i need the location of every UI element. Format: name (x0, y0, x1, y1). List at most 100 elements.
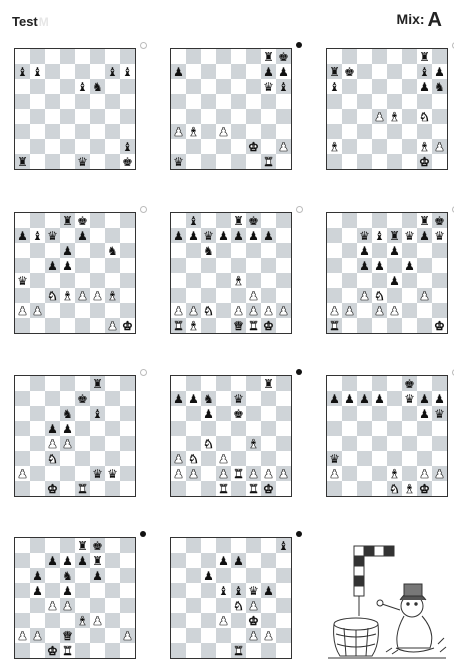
board-square (120, 273, 135, 288)
board-square (171, 273, 186, 288)
white-bishop-icon: ♝ (231, 273, 246, 288)
white-pawn-icon: ♟ (45, 436, 60, 451)
board-square (402, 288, 417, 303)
board-square (246, 643, 261, 658)
white-rook-icon: ♜ (246, 318, 261, 333)
black-pawn-icon: ♟ (186, 228, 201, 243)
board-square (75, 466, 90, 481)
board-square (216, 598, 231, 613)
board-square (246, 538, 261, 553)
white-king-icon: ♚ (246, 139, 261, 154)
black-pawn-icon: ♟ (276, 64, 291, 79)
board-square (90, 243, 105, 258)
black-pawn-icon: ♟ (186, 391, 201, 406)
board-square (45, 318, 60, 333)
board-square (216, 79, 231, 94)
board-square (357, 94, 372, 109)
white-bishop-icon: ♝ (60, 288, 75, 303)
board-square (90, 154, 105, 169)
board-square (45, 243, 60, 258)
board-square (30, 481, 45, 496)
board-square (105, 94, 120, 109)
board-square (171, 598, 186, 613)
board-square (246, 553, 261, 568)
white-bishop-icon: ♝ (186, 318, 201, 333)
board-square (432, 258, 447, 273)
board-square (432, 109, 447, 124)
board-square (387, 258, 402, 273)
board-square (417, 451, 432, 466)
board-square (15, 49, 30, 64)
board-square (120, 481, 135, 496)
board-square (60, 613, 75, 628)
white-knight-icon: ♞ (372, 288, 387, 303)
black-pawn-icon: ♟ (60, 583, 75, 598)
board-square (171, 49, 186, 64)
black-king-icon: ♚ (75, 213, 90, 228)
black-queen-icon: ♛ (201, 228, 216, 243)
board-square (327, 228, 342, 243)
board-square (231, 568, 246, 583)
board-square (171, 583, 186, 598)
black-bishop-icon: ♝ (417, 64, 432, 79)
board-square (30, 288, 45, 303)
black-bishop-icon: ♝ (30, 228, 45, 243)
board-square (231, 109, 246, 124)
black-king-icon: ♚ (75, 391, 90, 406)
board-square (276, 598, 291, 613)
board-square (90, 421, 105, 436)
black-king-icon: ♚ (402, 376, 417, 391)
chess-diagram-2: ♜♚♟♟♟♛♝♟♝♟♚♟♛♜ (170, 48, 292, 170)
board-square (261, 643, 276, 658)
board-square (216, 628, 231, 643)
board-square (15, 318, 30, 333)
board-square (432, 436, 447, 451)
board-square (120, 94, 135, 109)
board-square (201, 318, 216, 333)
board-square (45, 628, 60, 643)
board-square (276, 318, 291, 333)
black-knight-icon: ♞ (60, 406, 75, 421)
board-square (120, 553, 135, 568)
board-square (327, 154, 342, 169)
board-square (60, 273, 75, 288)
mix-label: Mix:A (397, 9, 442, 32)
board-square (357, 303, 372, 318)
black-king-icon: ♚ (276, 49, 291, 64)
board-square (90, 318, 105, 333)
black-queen-icon: ♛ (231, 391, 246, 406)
black-pawn-icon: ♟ (30, 583, 45, 598)
board-square (246, 154, 261, 169)
board-square (30, 598, 45, 613)
board-square (231, 451, 246, 466)
board-square (432, 273, 447, 288)
board-square (186, 481, 201, 496)
black-pawn-icon: ♟ (327, 391, 342, 406)
board-square (171, 139, 186, 154)
board-square (261, 436, 276, 451)
board-square (342, 288, 357, 303)
board-square (90, 436, 105, 451)
board-square (402, 154, 417, 169)
board-square (327, 481, 342, 496)
board-square (186, 258, 201, 273)
board-square (186, 154, 201, 169)
board-square (246, 568, 261, 583)
black-pawn-icon: ♟ (75, 553, 90, 568)
white-rook-icon: ♜ (231, 643, 246, 658)
board-square (357, 406, 372, 421)
board-square (387, 139, 402, 154)
board-square (171, 406, 186, 421)
board-square (231, 376, 246, 391)
black-bishop-icon: ♝ (90, 406, 105, 421)
test-heading: TestM (12, 14, 49, 29)
board-square (261, 391, 276, 406)
board-square (261, 538, 276, 553)
board-square (45, 79, 60, 94)
board-square (216, 568, 231, 583)
board-square (171, 613, 186, 628)
board-square (387, 94, 402, 109)
black-queen-icon: ♛ (261, 79, 276, 94)
board-square (60, 228, 75, 243)
board-square (357, 154, 372, 169)
